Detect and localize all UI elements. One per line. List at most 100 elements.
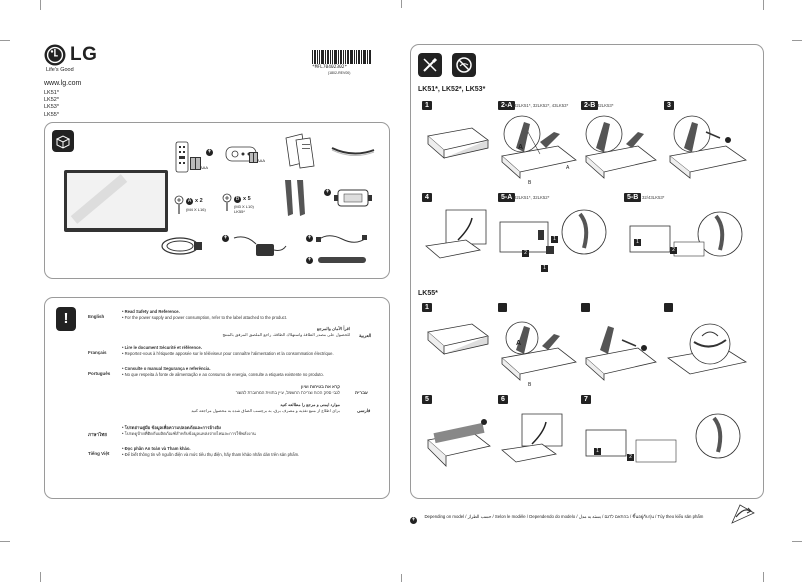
cable-holder-illustration (331, 147, 375, 156)
safety-line: • Lire le document Sécurité et référence… (122, 345, 202, 350)
battery-label: AAA (200, 165, 209, 170)
model-name: LK55* (44, 111, 59, 118)
cable-connect-illustration (629, 211, 743, 257)
manuals-illustration (285, 133, 315, 169)
cable-connect-illustration (499, 209, 607, 255)
barcode-code: *MFL70402302* (312, 65, 348, 70)
safety-line: • Để biết thông tin về nguồn điện và mức… (122, 452, 300, 457)
safety-line: • Consulte o manual Segurança e referênc… (122, 366, 211, 371)
stand-attach-illustration (501, 115, 577, 179)
group2-title: LK55* (418, 290, 438, 297)
fold-mark (401, 574, 402, 582)
model-name: LK52* (44, 97, 59, 104)
caution-icon: ! (56, 307, 76, 331)
lang-label: English (88, 314, 105, 319)
screw-b-note: LK55* (234, 209, 245, 214)
screw-fasten-illustration (669, 115, 747, 179)
safety-line: • No que respeita à fonte de alimentação… (122, 372, 324, 377)
crop-mark (792, 40, 802, 41)
diagram-letter: A (516, 340, 522, 347)
safety-panel (44, 297, 390, 499)
screw-a-spec: (M4 X L16) (186, 207, 206, 212)
ir-blaster-illustration (318, 257, 366, 263)
screw-a-marker: A (186, 198, 193, 205)
safety-text-fr: • Lire le document Sécurité et référence… (122, 345, 334, 357)
plus-icon: + (410, 517, 417, 524)
callout-number: 1 (634, 239, 641, 246)
screw-fasten-illustration (585, 326, 657, 381)
power-cord-illustration (161, 237, 202, 255)
logo-wordmark: LG (70, 44, 98, 65)
cable-illustration (316, 235, 367, 243)
fold-mark (401, 0, 402, 8)
footer-note: + Depending on model / حسب الطراز / Selo… (410, 508, 703, 526)
step-badge: 6 (498, 395, 508, 404)
safety-line: קרא את בטיחות ועיון (301, 384, 340, 389)
accessory-box-illustration (334, 189, 372, 207)
tv-standup-illustration (501, 413, 563, 463)
safety-text-he: קרא את בטיחות ועיון לגבי ספק הכוח וצריכת… (200, 384, 340, 396)
safety-text-fa: موارد ایمنی و مرجع را مطالعه کنید برای ا… (191, 402, 340, 414)
logo-tagline: Life's Good (46, 67, 74, 73)
step-badge: 2-A (498, 101, 516, 110)
step-badge: 7 (581, 395, 591, 404)
optional-badge: + (206, 140, 213, 158)
stand-attach-illustration (501, 321, 577, 381)
step-badge: 4 (422, 193, 432, 202)
crop-mark (763, 572, 764, 582)
step-badge (581, 303, 590, 312)
screw-b-spec: (M3 X L10) (234, 204, 254, 209)
screw-b-count: x 5 (243, 196, 251, 202)
barcode-sub: (1802-REV00) (328, 71, 351, 75)
crop-mark (763, 0, 764, 10)
safety-text-vi: • Đọc phần An toàn và Tham khảo. • Để bi… (122, 446, 299, 458)
optional-badge: + (324, 180, 331, 198)
callout-number: 2 (670, 247, 677, 254)
plus-icon: + (306, 257, 313, 264)
diagram-letter: B (528, 180, 532, 186)
model-name: LK53* (44, 104, 59, 111)
crop-mark (0, 40, 10, 41)
cable-connect-illustration (585, 413, 741, 463)
safety-line: • Đọc phần An toàn và Tham khảo. (122, 446, 191, 451)
lang-label: فارسی (357, 408, 371, 413)
plus-icon: + (306, 235, 313, 242)
group1-title: LK51*, LK52*, LK53* (418, 86, 486, 93)
step-badge: 1 (422, 101, 432, 110)
crop-mark (792, 541, 802, 542)
step-badge: 5-A (498, 193, 516, 202)
ac-adapter-illustration (233, 236, 287, 256)
plus-icon: + (222, 235, 229, 242)
model-name: LK51* (44, 90, 59, 96)
screw-a-count: x 2 (195, 198, 203, 204)
website: www.lg.com (44, 80, 82, 87)
step-badge: 3 (664, 101, 674, 110)
callout-number: 1 (541, 265, 548, 272)
back-cover-illustration (427, 419, 491, 467)
no-soft-surface-icon (452, 53, 476, 77)
crop-mark (0, 541, 10, 542)
step-badge: 2-B (581, 101, 599, 110)
step-badge: 5-B (624, 193, 642, 202)
battery-icon (253, 152, 258, 163)
step-sub: 32LK53* (597, 103, 614, 108)
safety-text-en: • Read Safety and Reference. • For the p… (122, 309, 287, 321)
step-badge (498, 303, 507, 312)
tv-standup-illustration (425, 209, 487, 259)
depending-on-model-text: Depending on model / حسب الطراز / Selon … (424, 514, 704, 520)
barcode-bars (312, 50, 371, 64)
safety-line: موارد ایمنی و مرجع را مطالعه کنید (280, 402, 340, 407)
tv-facedown-illustration (427, 323, 489, 355)
step-sub: 32LK51*, 32LK52* (514, 195, 550, 200)
safety-line: • โปรดดูป้ายที่ติดกับผลิตภัณฑ์สำหรับข้อม… (122, 431, 256, 436)
step-badge (664, 303, 673, 312)
screw-icon (222, 193, 232, 211)
step-sub: 32/43LK53* (642, 195, 665, 200)
box-contents-icon (52, 130, 74, 152)
diagram-letter: A (518, 144, 524, 151)
safety-line: للحصول على مصدر الطاقة واستهلاك الطاقة، … (222, 332, 350, 337)
stand-detail-illustration (667, 323, 748, 375)
battery-icon (195, 157, 201, 170)
step-sub: 32LK51*, 32LK52*, 43LK53* (514, 103, 569, 108)
page-turn-icon (731, 504, 755, 524)
